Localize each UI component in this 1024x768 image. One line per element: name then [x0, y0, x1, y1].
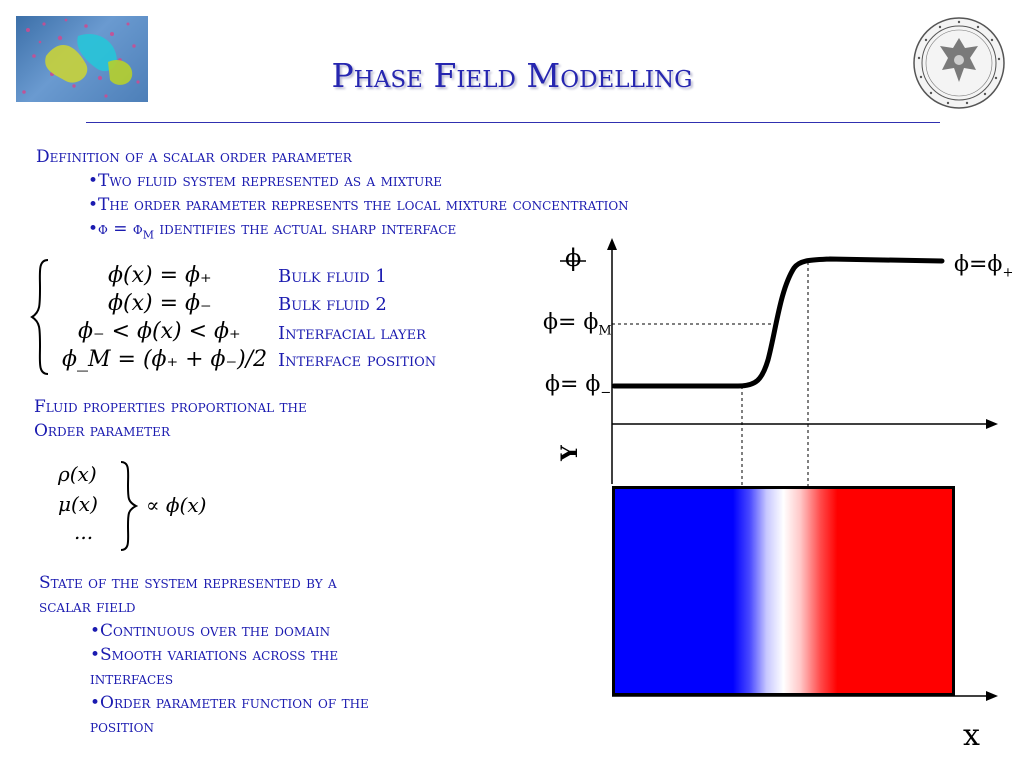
profile-x-axis-arrow [986, 419, 998, 429]
bullet3-subscript: M [142, 228, 155, 242]
props-brace [118, 460, 139, 556]
title-divider [86, 122, 940, 123]
section2-heading-line1: Fluid properties proportional the [34, 397, 307, 417]
seal-icon [913, 17, 1005, 109]
phi-minus-sub: − [600, 385, 612, 401]
case-label-4: Interface position [278, 350, 437, 371]
case-math-2: ϕ(x) = ϕ₋ [108, 291, 212, 316]
section3-heading-line1: State of the system represented by a [39, 573, 337, 593]
phi-minus-label: ϕ= ϕ− [545, 372, 611, 400]
phi-minus-text: ϕ= ϕ [545, 372, 601, 397]
phi-axis-label: ϕ [565, 244, 582, 272]
prop-mu: μ(x) [58, 492, 98, 516]
phi-profile-curve [611, 256, 945, 389]
section3-bullet-3-cont: position [90, 717, 154, 737]
y-axis-label: Y [556, 445, 583, 461]
case-math-4: ϕ_M = (ϕ₊ + ϕ₋)/2 [62, 347, 268, 372]
prop-rho: ρ(x) [58, 462, 97, 486]
case-label-3: Interfacial layer [278, 323, 426, 344]
case-label-2: Bulk fluid 2 [278, 294, 387, 315]
case-math-3: ϕ₋ < ϕ(x) < ϕ₊ [78, 319, 241, 344]
bullet3-suffix: identifies the actual sharp interface [154, 219, 457, 239]
phi-m-sub: M [598, 323, 612, 339]
scalar-field-domain [612, 486, 955, 696]
case-label-1: Bulk fluid 1 [278, 266, 387, 287]
section1-bullet-2: •The order parameter represents the loca… [88, 195, 629, 215]
section3-bullet-3: •Order parameter function of the [90, 693, 369, 713]
section1-bullet-3: •ϕ = ϕM identifies the actual sharp inte… [88, 219, 456, 241]
section3-bullet-2: •Smooth variations across the [90, 645, 339, 665]
domain-x-axis-arrow [986, 691, 998, 701]
section3-heading-line2: scalar field [39, 597, 136, 617]
section1-bullet-1: •Two fluid system represented as a mixtu… [88, 171, 443, 191]
header-logo-image [16, 16, 148, 102]
section3-bullet-1: •Continuous over the domain [90, 621, 331, 641]
bullet3-prefix: •ϕ = ϕ [88, 219, 143, 239]
case-math-1: ϕ(x) = ϕ₊ [108, 263, 212, 288]
x-axis-label: x [963, 718, 980, 753]
section3-bullet-2-cont: interfaces [90, 669, 174, 689]
section1-heading: Definition of a scalar order parameter [36, 147, 352, 167]
cases-brace [30, 258, 52, 380]
simulation-image-art [22, 18, 140, 98]
page-title: Phase Field Modelling [331, 56, 693, 95]
phi-plus-sub: + [1002, 265, 1014, 281]
phi-axis-arrow [607, 238, 617, 250]
prop-proportional: ∝ ϕ(x) [146, 493, 207, 517]
phi-m-label: ϕ= ϕM [543, 310, 612, 338]
prop-ellipsis: ... [74, 520, 94, 544]
phi-plus-text: ϕ=ϕ [954, 252, 1003, 277]
university-seal-logo [912, 16, 1006, 110]
phi-plus-label: ϕ=ϕ+ [954, 252, 1013, 280]
section2-heading-line2: Order parameter [34, 421, 170, 441]
phi-m-text: ϕ= ϕ [543, 310, 599, 335]
